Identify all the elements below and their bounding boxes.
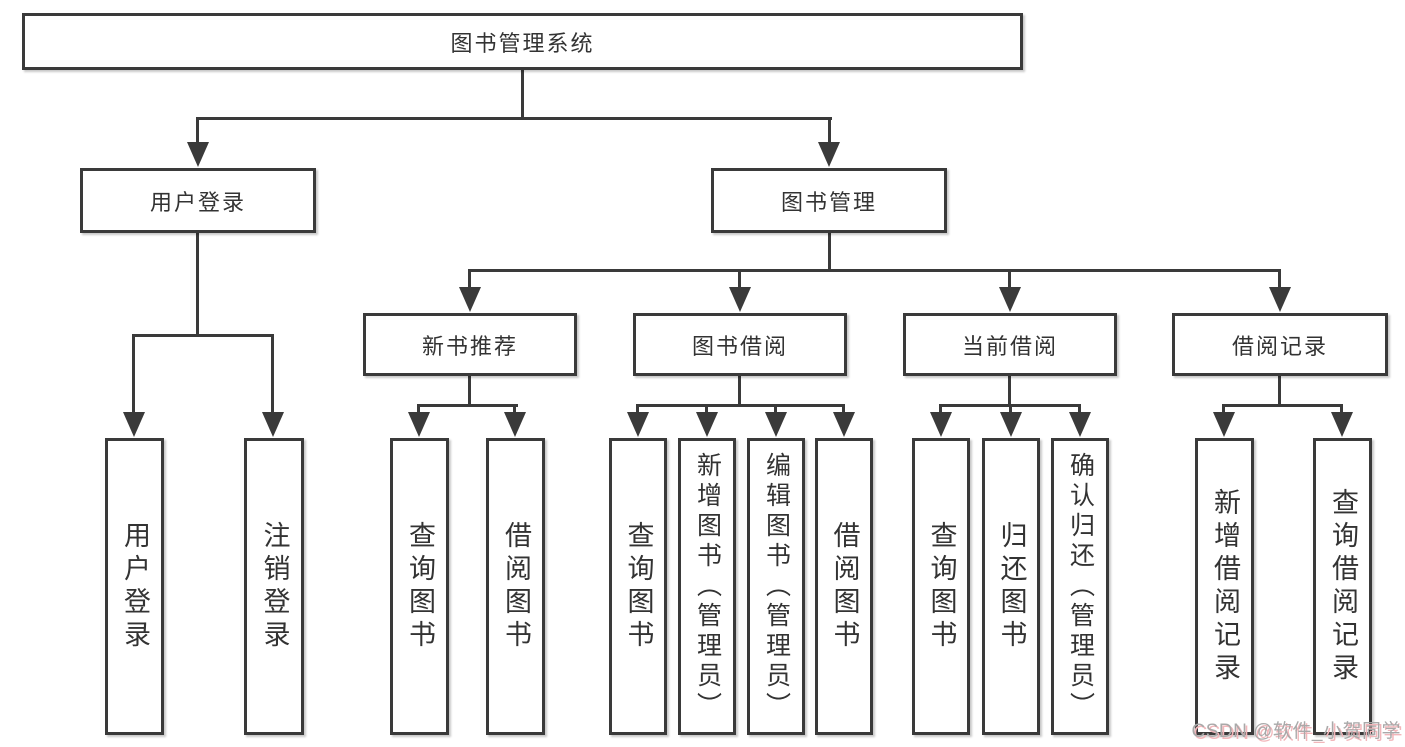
connector-line xyxy=(521,70,524,120)
connector-line xyxy=(1008,376,1011,407)
connector-line xyxy=(738,376,741,407)
leaf-label: 查询图书 xyxy=(405,520,435,653)
arrowhead-icon xyxy=(187,142,209,167)
leaf-edit-books-admin: 编辑图书（管理员） xyxy=(747,438,805,735)
connector-line xyxy=(1078,404,1081,414)
leaf-label: 注销登录 xyxy=(259,520,290,653)
leaf-confirm-return-admin: 确认归还（管理员） xyxy=(1051,438,1109,735)
arrowhead-icon xyxy=(1069,412,1091,437)
leaf-label: 确认归还（管理员） xyxy=(1066,451,1095,722)
leaf-return-books: 归还图书 xyxy=(982,438,1040,735)
arrowhead-icon xyxy=(765,412,787,437)
leaf-query-borrow-record: 查询借阅记录 xyxy=(1313,438,1372,735)
node-label: 图书借阅 xyxy=(691,333,788,359)
connector-line xyxy=(1008,269,1011,289)
arrowhead-icon xyxy=(1269,287,1291,312)
connector-line xyxy=(774,404,777,414)
connector-line xyxy=(513,404,516,414)
connector-line xyxy=(271,334,274,414)
node-label: 当前借阅 xyxy=(961,333,1058,359)
connector-line xyxy=(1222,404,1343,407)
leaf-add-borrow-record: 新增借阅记录 xyxy=(1195,438,1254,735)
connector-line xyxy=(417,404,420,414)
connector-line xyxy=(1340,404,1343,414)
arrowhead-icon xyxy=(459,287,481,312)
leaf-label: 新增借阅记录 xyxy=(1210,487,1240,686)
connector-line xyxy=(705,404,708,414)
node-current-borrow: 当前借阅 xyxy=(903,313,1117,376)
leaf-user-login: 用户登录 xyxy=(105,438,164,735)
arrowhead-icon xyxy=(408,412,430,437)
leaf-add-books-admin: 新增图书（管理员） xyxy=(678,438,736,735)
node-root: 图书管理系统 xyxy=(22,13,1023,70)
leaf-label: 查询图书 xyxy=(926,520,957,653)
node-label: 图书管理系统 xyxy=(450,30,595,56)
connector-line xyxy=(828,117,831,144)
arrowhead-icon xyxy=(729,287,751,312)
node-book-management: 图书管理 xyxy=(711,168,947,233)
node-label: 用户登录 xyxy=(149,189,246,215)
leaf-query-books: 查询图书 xyxy=(912,438,970,735)
node-label: 图书管理 xyxy=(780,189,877,215)
connector-line xyxy=(468,376,471,407)
leaf-label: 查询借阅记录 xyxy=(1328,487,1358,686)
leaf-label: 编辑图书（管理员） xyxy=(762,451,791,722)
connector-line xyxy=(196,117,199,144)
connector-line xyxy=(828,233,831,272)
leaf-query-books: 查询图书 xyxy=(609,438,667,735)
leaf-label: 借阅图书 xyxy=(829,520,860,653)
leaf-label: 查询图书 xyxy=(623,520,654,653)
connector-line xyxy=(636,404,639,414)
node-borrow-record: 借阅记录 xyxy=(1172,313,1388,376)
connector-line xyxy=(636,404,845,407)
leaf-borrow-books: 借阅图书 xyxy=(815,438,873,735)
node-book-borrow: 图书借阅 xyxy=(633,313,847,376)
connector-line xyxy=(468,269,1281,272)
connector-line xyxy=(196,117,832,120)
leaf-logout: 注销登录 xyxy=(244,438,304,735)
arrowhead-icon xyxy=(1331,412,1353,437)
node-label: 新书推荐 xyxy=(421,333,518,359)
leaf-query-books: 查询图书 xyxy=(390,438,449,735)
arrowhead-icon xyxy=(504,412,526,437)
arrowhead-icon xyxy=(1213,412,1235,437)
connector-line xyxy=(842,404,845,414)
connector-line xyxy=(417,404,518,407)
connector-line xyxy=(1278,269,1281,289)
connector-line xyxy=(939,404,942,414)
arrowhead-icon xyxy=(627,412,649,437)
arrowhead-icon xyxy=(930,412,952,437)
node-new-book-recommend: 新书推荐 xyxy=(363,313,577,376)
leaf-borrow-books: 借阅图书 xyxy=(486,438,545,735)
arrowhead-icon xyxy=(1000,412,1022,437)
node-user-login: 用户登录 xyxy=(80,168,316,233)
arrowhead-icon xyxy=(999,287,1021,312)
arrowhead-icon xyxy=(696,412,718,437)
arrowhead-icon xyxy=(833,412,855,437)
connector-line xyxy=(1009,404,1012,414)
arrowhead-icon xyxy=(262,412,284,437)
arrowhead-icon xyxy=(818,142,840,167)
connector-line xyxy=(1222,404,1225,414)
connector-line xyxy=(196,233,199,337)
connector-line xyxy=(132,334,135,414)
watermark: CSDN @软件_小贺同学 xyxy=(1191,721,1401,742)
connector-line xyxy=(738,269,741,289)
leaf-label: 用户登录 xyxy=(120,520,150,653)
leaf-label: 归还图书 xyxy=(996,520,1027,653)
leaf-label: 借阅图书 xyxy=(501,520,531,653)
connector-line xyxy=(1278,376,1281,407)
leaf-label: 新增图书（管理员） xyxy=(693,451,722,722)
node-label: 借阅记录 xyxy=(1231,333,1328,359)
connector-line xyxy=(468,269,471,289)
arrowhead-icon xyxy=(123,412,145,437)
connector-line xyxy=(132,334,274,337)
